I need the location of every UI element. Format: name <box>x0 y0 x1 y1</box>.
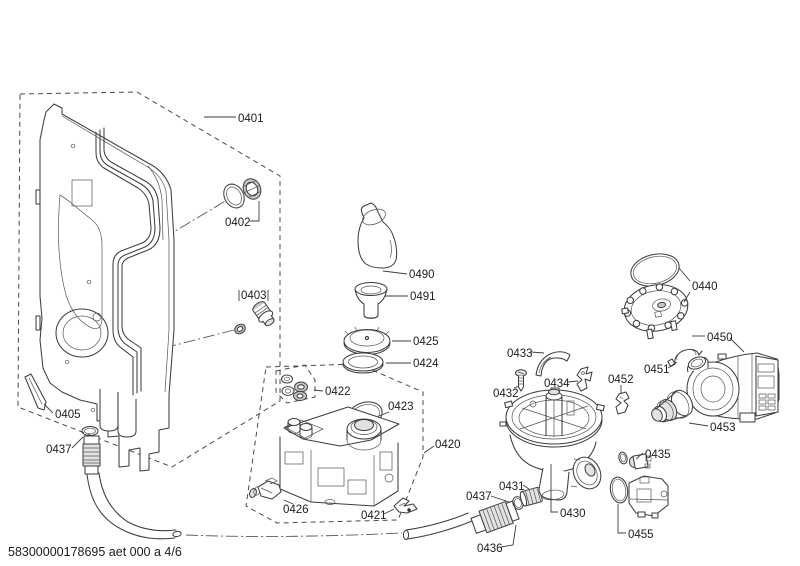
part-0491-funnel <box>354 281 388 319</box>
leader-line-0453 <box>688 422 709 427</box>
part-0420-softener-tank <box>279 406 400 507</box>
part-0452-bracket <box>615 391 630 415</box>
leader-line-0455 <box>617 504 626 534</box>
part-label-0436: 0436 <box>477 543 503 555</box>
part-0432-screw <box>515 369 527 392</box>
part-0440-pump-head <box>621 283 689 340</box>
part-label-0422: 0422 <box>325 386 351 398</box>
part-label-0433: 0433 <box>507 348 533 360</box>
part-label-0403: 0403 <box>241 290 267 302</box>
part-0405-wedge <box>24 373 47 411</box>
part-label-0431: 0431 <box>499 481 525 493</box>
part-label-0455: 0455 <box>628 529 654 541</box>
part-0433-rim-strip <box>535 351 571 377</box>
leader-line-0402 <box>250 201 260 222</box>
leader-line-0423 <box>378 411 390 417</box>
part-0426-valve <box>249 477 282 500</box>
part-0490-jug <box>357 202 398 269</box>
leader-line-0433 <box>530 351 545 354</box>
part-label-0437-right: 0437 <box>466 491 492 503</box>
part-label-0405: 0405 <box>55 409 81 421</box>
leader-line-0422 <box>313 389 324 392</box>
leader-line-0430 <box>550 464 558 513</box>
part-label-0437-left: 0437 <box>46 444 72 456</box>
leader-line-0426 <box>283 499 294 505</box>
leader-line-0437-right <box>490 495 510 503</box>
part-label-0452: 0452 <box>608 374 634 386</box>
leader-line-0440 <box>683 291 691 303</box>
part-label-0401: 0401 <box>238 113 264 125</box>
part-label-0451: 0451 <box>644 364 670 376</box>
part-label-0423: 0423 <box>388 401 414 413</box>
part-0401-side-panel <box>35 103 175 472</box>
part-labels: 0401 0402 0403 0405 0437 0490 0491 0425 0424 0422… <box>43 113 745 555</box>
leader-line-0490 <box>382 270 408 275</box>
part-0453-outlet-cone <box>651 389 694 423</box>
part-label-0434: 0434 <box>544 378 570 390</box>
part-label-0435: 0435 <box>645 449 671 461</box>
leader-line-0451 <box>667 361 678 369</box>
part-label-0421: 0421 <box>361 510 387 522</box>
part-0430-sump <box>499 387 605 501</box>
part-0436-drain-hose <box>402 500 520 541</box>
document-code: 58300000178695 aet 000 a 4/6 <box>8 545 182 559</box>
leader-line-0435 <box>635 452 644 460</box>
part-0435-sensor <box>618 451 652 470</box>
part-0451-clamp-ring <box>667 348 703 368</box>
leader-line-0432 <box>513 385 520 389</box>
leader-line-0421 <box>383 508 395 515</box>
part-label-0420: 0420 <box>435 439 461 451</box>
leader-line-0437-left <box>71 436 84 449</box>
part-0425-salt-cap <box>343 326 391 355</box>
part-0455-drain-pump <box>609 475 669 519</box>
part-0437-hose-connector-left <box>81 425 182 540</box>
part-0421-clip <box>393 497 418 514</box>
seal-kit-box-0422 <box>275 364 316 404</box>
part-label-0424: 0424 <box>413 358 439 370</box>
leader-line-0436 <box>500 524 517 548</box>
leader-line-0405 <box>43 403 54 414</box>
part-label-0490: 0490 <box>409 269 435 281</box>
part-0431-coupling <box>519 486 543 507</box>
leader-line-0431 <box>522 484 530 490</box>
leader-line-0420 <box>423 445 435 454</box>
part-label-0432: 0432 <box>493 388 519 400</box>
leader-line-0450 <box>729 337 745 353</box>
part-label-0450: 0450 <box>707 332 733 344</box>
part-label-0430: 0430 <box>560 508 586 520</box>
part-label-0491: 0491 <box>410 291 436 303</box>
leader-line-0440 <box>678 267 691 282</box>
assembly-box-0401 <box>17 91 281 468</box>
part-0434-clamp <box>576 366 593 392</box>
leader-line-0434 <box>567 380 579 383</box>
part-label-0425: 0425 <box>413 336 439 348</box>
part-0422-grommets <box>280 374 308 402</box>
part-0402-seals <box>223 178 262 209</box>
part-0424-seal-ring <box>342 352 384 374</box>
part-label-0453: 0453 <box>710 422 736 434</box>
part-0450-heat-pump <box>686 352 780 423</box>
part-label-0402: 0402 <box>225 217 251 229</box>
part-label-0440: 0440 <box>692 281 718 293</box>
part-label-0426: 0426 <box>283 504 309 516</box>
part-0403-nozzle <box>234 301 275 335</box>
